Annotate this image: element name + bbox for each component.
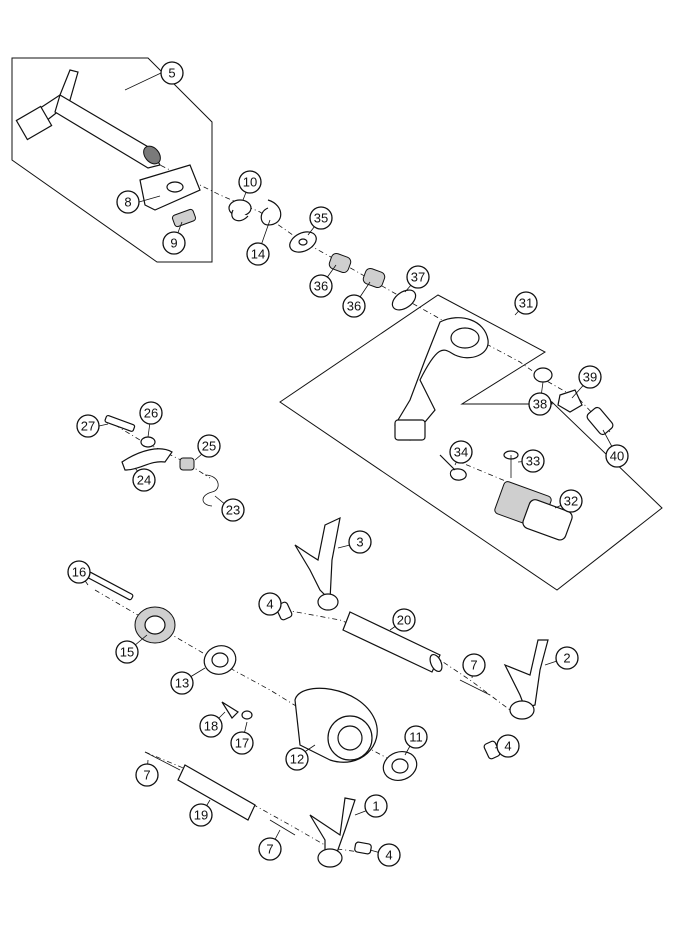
callout-36a: 36 xyxy=(309,274,333,298)
callout-23: 23 xyxy=(221,498,245,522)
callout-7a-label: 7 xyxy=(470,658,477,673)
callout-39-label: 39 xyxy=(583,370,597,385)
callout-33: 33 xyxy=(521,449,545,473)
callout-7c: 7 xyxy=(258,837,282,861)
callout-4c-label: 4 xyxy=(385,848,392,863)
callout-38: 38 xyxy=(528,392,552,416)
callout-27: 27 xyxy=(76,414,100,438)
callout-35-label: 35 xyxy=(314,211,328,226)
callout-24-label: 24 xyxy=(137,473,151,488)
callout-15-label: 15 xyxy=(120,645,134,660)
callout-7a: 7 xyxy=(462,653,486,677)
shift-rail-20 xyxy=(342,611,443,673)
callout-4b-label: 4 xyxy=(504,739,511,754)
callout-11: 11 xyxy=(404,725,428,749)
callout-18: 18 xyxy=(199,714,223,738)
callout-36b-label: 36 xyxy=(347,299,361,314)
callout-4b: 4 xyxy=(496,734,520,758)
shaft-small-parts xyxy=(228,199,417,311)
callout-9: 9 xyxy=(162,231,186,255)
pedal-axis xyxy=(454,459,516,486)
callout-19-label: 19 xyxy=(194,808,208,823)
callout-14: 14 xyxy=(246,242,270,266)
callout-32-label: 32 xyxy=(564,494,578,509)
callout-40-label: 40 xyxy=(610,449,624,464)
rail-axis-lower xyxy=(144,751,361,853)
shift-fork-2 xyxy=(459,639,549,760)
callout-17: 17 xyxy=(230,731,254,755)
callout-40: 40 xyxy=(605,444,629,468)
callout-24: 24 xyxy=(132,468,156,492)
callout-2: 2 xyxy=(555,646,579,670)
callout-13-label: 13 xyxy=(175,676,189,691)
callout-4c: 4 xyxy=(377,843,401,867)
callout-12-label: 12 xyxy=(290,752,304,767)
callout-19: 19 xyxy=(189,803,213,827)
callout-26: 26 xyxy=(139,401,163,425)
shift-rail-19 xyxy=(144,751,296,836)
callout-7c-label: 7 xyxy=(266,842,273,857)
callout-15: 15 xyxy=(115,640,139,664)
callout-35: 35 xyxy=(309,206,333,230)
callout-34-label: 34 xyxy=(454,445,468,460)
callout-10: 10 xyxy=(238,170,262,194)
callout-8-label: 8 xyxy=(124,195,131,210)
callout-20: 20 xyxy=(392,608,416,632)
callout-39: 39 xyxy=(578,365,602,389)
callout-37-label: 37 xyxy=(411,270,425,285)
callout-3: 3 xyxy=(348,530,372,554)
callout-25: 25 xyxy=(197,434,221,458)
callout-1: 1 xyxy=(364,794,388,818)
shift-shaft-axis xyxy=(149,159,611,433)
assembly-5-frame xyxy=(11,57,213,263)
pedal-tip xyxy=(439,450,573,541)
callout-38-label: 38 xyxy=(533,397,547,412)
callout-25-label: 25 xyxy=(202,439,216,454)
callout-10-label: 10 xyxy=(243,175,257,190)
callout-31: 31 xyxy=(514,291,538,315)
lever-axis xyxy=(114,424,211,479)
callout-20-label: 20 xyxy=(397,613,411,628)
callout-36a-label: 36 xyxy=(314,279,328,294)
callout-4a: 4 xyxy=(258,592,282,616)
callout-13: 13 xyxy=(170,671,194,695)
rail-axis-upper xyxy=(284,609,511,711)
callout-37: 37 xyxy=(406,265,430,289)
callout-14-label: 14 xyxy=(251,247,265,262)
shift-shaft xyxy=(15,69,201,228)
callout-7b-label: 7 xyxy=(143,768,150,783)
shift-fork-3 xyxy=(275,516,341,621)
callout-16: 16 xyxy=(67,560,91,584)
shift-drum xyxy=(221,687,418,781)
callout-5: 5 xyxy=(160,61,184,85)
callout-3-label: 3 xyxy=(356,535,363,550)
callout-33-label: 33 xyxy=(526,454,540,469)
callout-1-label: 1 xyxy=(372,799,379,814)
shift-fork-1 xyxy=(309,797,372,868)
callout-31-label: 31 xyxy=(519,296,533,311)
shift-lever-assembly xyxy=(104,415,219,507)
callout-26-label: 26 xyxy=(144,406,158,421)
callout-18-label: 18 xyxy=(204,719,218,734)
callout-9-label: 9 xyxy=(170,236,177,251)
callout-11-label: 11 xyxy=(409,730,423,745)
callout-7b: 7 xyxy=(135,763,159,787)
assembly-31-frame xyxy=(279,294,663,591)
shift-drum-end xyxy=(86,571,237,675)
callout-16-label: 16 xyxy=(72,565,86,580)
callout-2-label: 2 xyxy=(563,651,570,666)
callout-17-label: 17 xyxy=(235,736,249,751)
callout-4a-label: 4 xyxy=(266,597,273,612)
callout-36b: 36 xyxy=(342,294,366,318)
callout-23-label: 23 xyxy=(226,503,240,518)
callout-27-label: 27 xyxy=(81,419,95,434)
callout-34: 34 xyxy=(449,440,473,464)
callout-5-label: 5 xyxy=(168,66,175,81)
callout-8: 8 xyxy=(116,190,140,214)
shift-lever xyxy=(394,317,614,441)
callout-32: 32 xyxy=(559,489,583,513)
callout-12: 12 xyxy=(285,747,309,771)
